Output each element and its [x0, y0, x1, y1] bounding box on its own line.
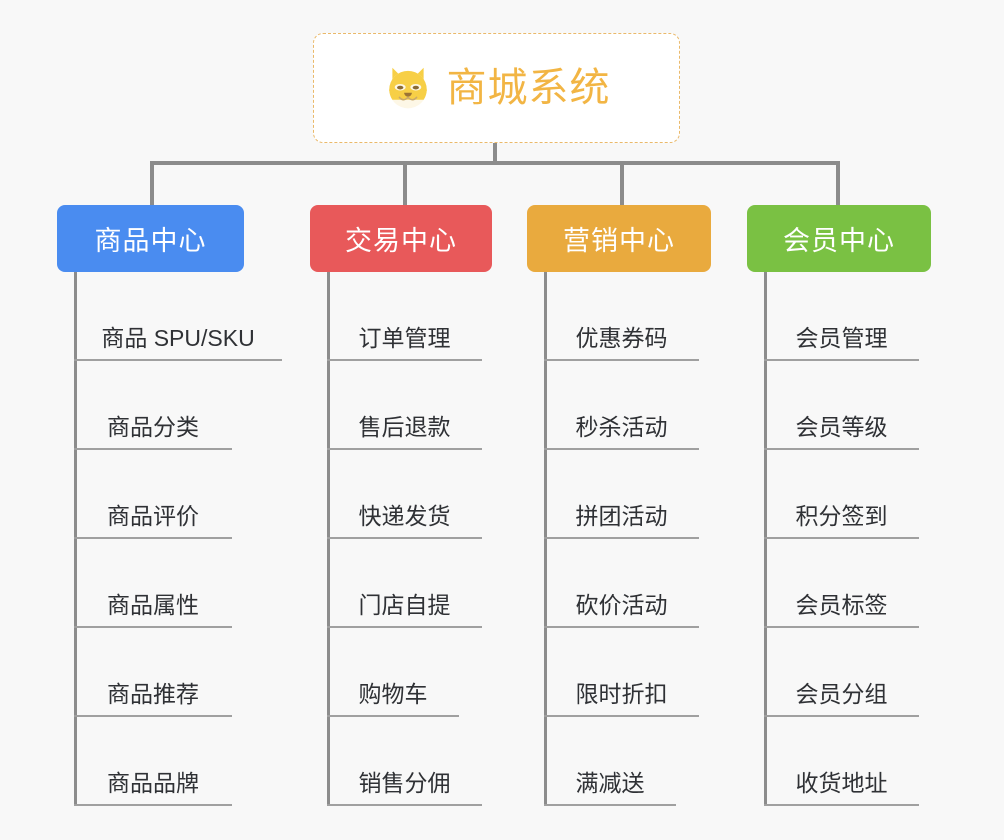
- root-node[interactable]: 商城系统: [313, 33, 680, 143]
- connector-bar: [150, 161, 840, 165]
- category-title: 营销中心: [563, 226, 675, 256]
- connector-stem: [493, 143, 497, 165]
- list-item[interactable]: 销售分佣: [327, 717, 482, 806]
- list-item[interactable]: 限时折扣: [544, 628, 699, 717]
- list-item[interactable]: 砍价活动: [544, 539, 699, 628]
- list-item-label: 砍价活动: [575, 592, 668, 618]
- category-items-product: 商品 SPU/SKU 商品分类 商品评价 商品属性 商品推荐 商品品牌: [57, 272, 282, 806]
- list-item-label: 拼团活动: [575, 503, 668, 529]
- list-item-label: 订单管理: [358, 325, 451, 351]
- connector-drop: [150, 161, 154, 206]
- list-item[interactable]: 积分签到: [764, 450, 919, 539]
- list-item-label: 会员分组: [795, 681, 888, 707]
- list-item-label: 商品推荐: [107, 681, 199, 707]
- list-item-label: 会员标签: [795, 592, 888, 618]
- list-item[interactable]: 优惠券码: [544, 272, 699, 361]
- list-item-label: 会员管理: [795, 325, 888, 351]
- category-column-member: 会员中心 会员管理 会员等级 积分签到 会员标签 会员分组 收货地址: [747, 205, 931, 806]
- list-item[interactable]: 秒杀活动: [544, 361, 699, 450]
- list-item-label: 限时折扣: [575, 681, 668, 707]
- list-item[interactable]: 商品属性: [74, 539, 232, 628]
- list-item-label: 商品品牌: [107, 770, 199, 796]
- category-title: 会员中心: [783, 226, 895, 256]
- list-item[interactable]: 满减送: [544, 717, 676, 806]
- list-item-label: 售后退款: [358, 414, 451, 440]
- list-item-label: 优惠券码: [575, 325, 668, 351]
- column-spine: [327, 272, 330, 806]
- category-title: 商品中心: [94, 226, 207, 256]
- column-spine: [74, 272, 77, 806]
- list-item-label: 收货地址: [795, 770, 888, 796]
- list-item[interactable]: 会员分组: [764, 628, 919, 717]
- list-item[interactable]: 拼团活动: [544, 450, 699, 539]
- list-item[interactable]: 售后退款: [327, 361, 482, 450]
- list-item[interactable]: 商品评价: [74, 450, 232, 539]
- category-header-product[interactable]: 商品中心: [57, 205, 244, 272]
- connector-drop: [620, 161, 624, 206]
- list-item[interactable]: 会员等级: [764, 361, 919, 450]
- list-item-label: 快递发货: [358, 503, 451, 529]
- list-item[interactable]: 商品品牌: [74, 717, 232, 806]
- list-item-label: 积分签到: [795, 503, 888, 529]
- list-item-label: 秒杀活动: [575, 414, 668, 440]
- list-item[interactable]: 商品 SPU/SKU: [74, 272, 282, 361]
- connector-drop: [403, 161, 407, 206]
- category-header-trade[interactable]: 交易中心: [310, 205, 492, 272]
- category-items-marketing: 优惠券码 秒杀活动 拼团活动 砍价活动 限时折扣 满减送: [527, 272, 711, 806]
- category-column-trade: 交易中心 订单管理 售后退款 快递发货 门店自提 购物车 销售分佣: [310, 205, 492, 806]
- list-item[interactable]: 商品推荐: [74, 628, 232, 717]
- list-item-label: 销售分佣: [358, 770, 451, 796]
- list-item-label: 商品分类: [107, 414, 199, 440]
- list-item-label: 商品评价: [107, 503, 199, 529]
- root-title: 商城系统: [446, 66, 611, 110]
- list-item[interactable]: 快递发货: [327, 450, 482, 539]
- list-item[interactable]: 商品分类: [74, 361, 232, 450]
- dog-face-icon: [388, 67, 427, 109]
- category-items-trade: 订单管理 售后退款 快递发货 门店自提 购物车 销售分佣: [310, 272, 492, 806]
- list-item[interactable]: 门店自提: [327, 539, 482, 628]
- category-header-marketing[interactable]: 营销中心: [527, 205, 711, 272]
- list-item[interactable]: 会员标签: [764, 539, 919, 628]
- category-column-marketing: 营销中心 优惠券码 秒杀活动 拼团活动 砍价活动 限时折扣 满减送: [527, 205, 711, 806]
- list-item-label: 会员等级: [795, 414, 888, 440]
- category-items-member: 会员管理 会员等级 积分签到 会员标签 会员分组 收货地址: [747, 272, 931, 806]
- category-column-product: 商品中心 商品 SPU/SKU 商品分类 商品评价 商品属性 商品推荐 商品品牌: [57, 205, 282, 806]
- list-item[interactable]: 订单管理: [327, 272, 482, 361]
- list-item-label: 商品属性: [107, 592, 199, 618]
- list-item[interactable]: 会员管理: [764, 272, 919, 361]
- list-item-label: 门店自提: [358, 592, 451, 618]
- list-item[interactable]: 收货地址: [764, 717, 919, 806]
- category-title: 交易中心: [345, 226, 457, 256]
- category-header-member[interactable]: 会员中心: [747, 205, 931, 272]
- column-spine: [544, 272, 547, 806]
- column-spine: [764, 272, 767, 806]
- list-item-label: 商品 SPU/SKU: [101, 325, 255, 351]
- list-item[interactable]: 购物车: [327, 628, 459, 717]
- list-item-label: 购物车: [358, 681, 428, 707]
- list-item-label: 满减送: [575, 770, 645, 796]
- connector-drop: [836, 161, 840, 206]
